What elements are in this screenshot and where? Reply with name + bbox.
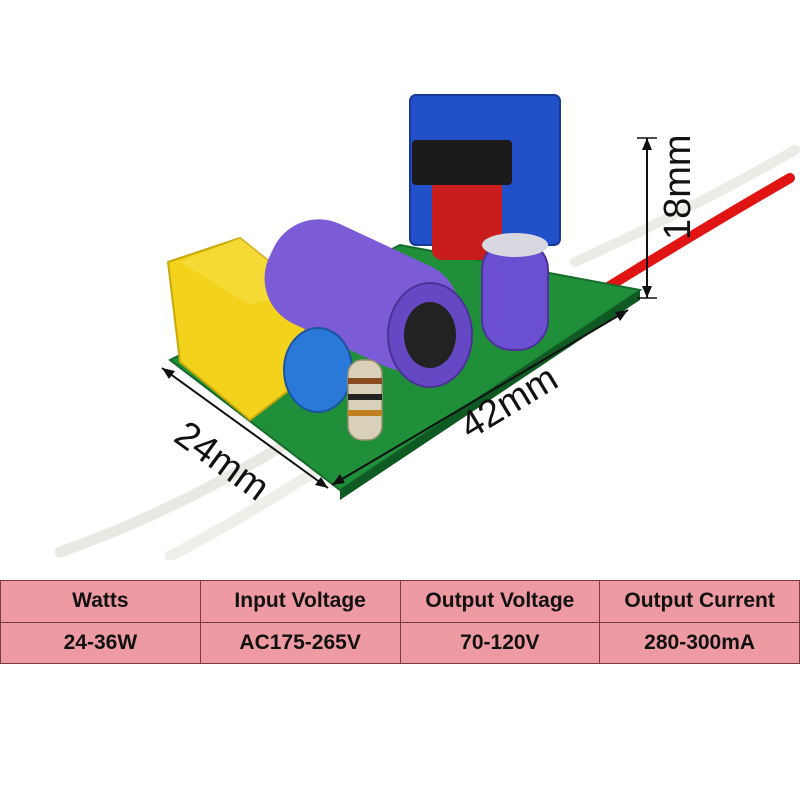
output-wires [570, 145, 800, 297]
specs-value-row: 24-36W AC175-265V 70-120V 280-300mA [0, 621, 800, 664]
header-watts: Watts [0, 580, 201, 623]
value-output-voltage: 70-120V [399, 621, 601, 664]
input-wires [54, 429, 336, 560]
dimension-line-length [331, 309, 629, 486]
disc-capacitor [283, 327, 353, 413]
header-output-current: Output Current [599, 580, 800, 623]
value-output-current: 280-300mA [599, 621, 800, 664]
electrolytic-capacitor-small [481, 233, 549, 351]
height-label: 18mm [657, 134, 699, 240]
dimension-line-width [161, 367, 329, 489]
product-photo: 18mm 42mm 24mm [54, 94, 800, 560]
dimension-line-height [637, 137, 657, 299]
specs-header-row: Watts Input Voltage Output Voltage Outpu… [0, 580, 800, 623]
resistor [347, 359, 383, 441]
transformer [409, 94, 561, 260]
value-watts: 24-36W [0, 621, 201, 664]
header-output-voltage: Output Voltage [399, 580, 601, 623]
header-input-voltage: Input Voltage [199, 580, 401, 623]
specs-table: Watts Input Voltage Output Voltage Outpu… [0, 580, 800, 664]
value-input-voltage: AC175-265V [199, 621, 401, 664]
